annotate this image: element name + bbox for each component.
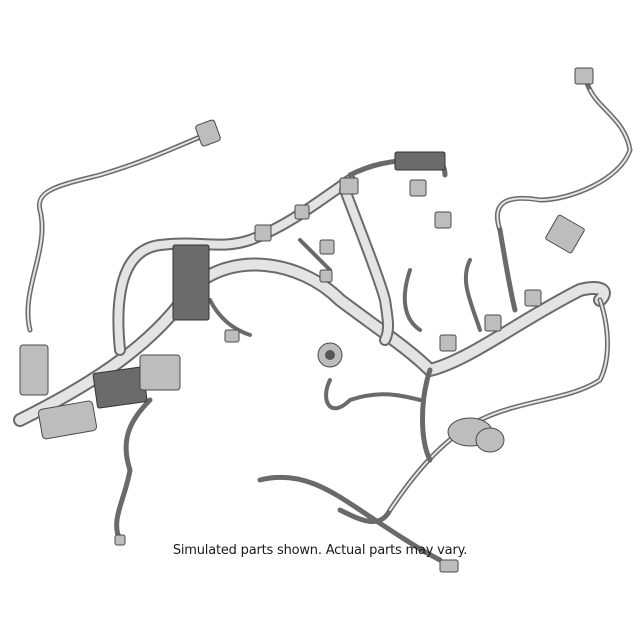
disclaimer-caption: Simulated parts shown. Actual parts may … (172, 543, 468, 558)
main-trunk (13, 174, 611, 427)
connectors (19, 67, 594, 573)
